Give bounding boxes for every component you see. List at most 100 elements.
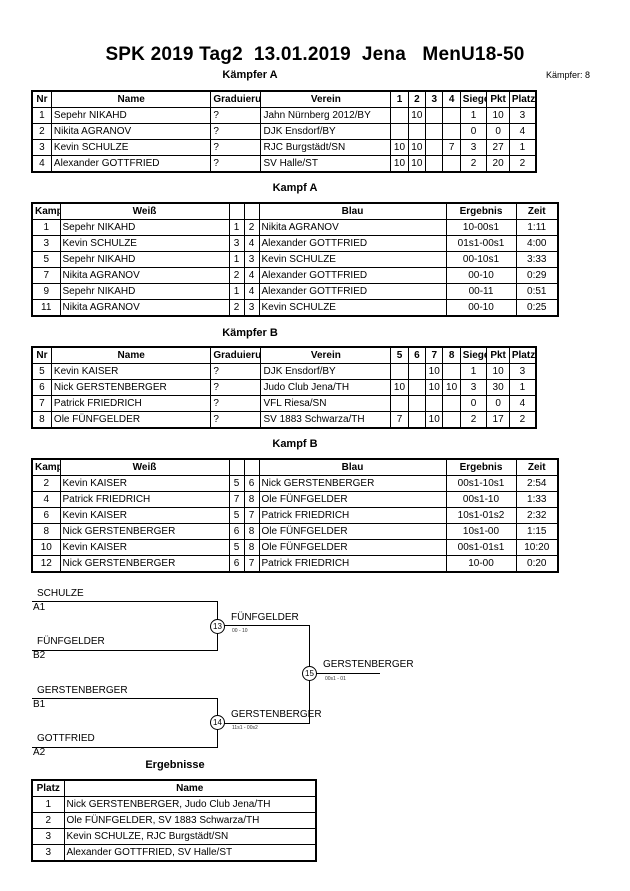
table-cell: 00s1-10 [445,491,517,508]
column-header: Nr [31,346,52,364]
table-cell: 2 [508,411,537,429]
table-cell [390,123,409,140]
table-cell: 00s1-01s1 [445,539,517,556]
table-cell [442,155,461,173]
table-cell: 2 [243,219,260,236]
table-cell: 10 [425,379,444,396]
fights-b-header-row: KampfWeißBlauErgebnisZeit [31,458,559,476]
table-cell: 4 [508,123,537,140]
bracket-semi1-bottom-seed: B2 [33,650,46,661]
table-cell: Patrick FRIEDRICH [50,395,212,412]
table-cell: 3 [31,139,52,156]
column-header: 6 [407,346,427,364]
table-cell: 30 [486,379,510,396]
table-cell: 3 [508,363,537,380]
column-header: Pkt [486,90,510,108]
page-title: SPK 2019 Tag2 13.01.2019 Jena MenU18-50 [105,44,525,65]
column-header: Ergebnis [445,202,517,220]
column-header: Name [50,90,212,108]
column-header: Zeit [515,202,559,220]
table-cell: 7 [390,411,409,429]
table-cell: 0 [486,123,510,140]
column-header: Weiß [59,458,230,476]
table-cell: 10 [486,107,510,124]
table-cell: 17 [486,411,510,429]
table-cell: 1 [508,379,537,396]
table-cell [425,395,444,412]
column-header: Siege [459,90,488,108]
table-cell: 2 [228,299,245,317]
table-cell: 10 [407,155,427,173]
column-header: 4 [442,90,461,108]
table-cell: ? [210,363,262,380]
table-cell: ? [210,411,262,429]
bracket-semi1-number: 13 [210,619,225,634]
table-cell [442,411,461,429]
bracket-semi2-score: 11s1 - 00s2 [232,725,258,731]
table-cell [442,363,461,380]
table-cell: Alexander GOTTFRIED, SV Halle/ST [63,844,317,862]
table-cell: 11 [31,299,61,317]
table-cell: 7 [442,139,461,156]
table-cell: 7 [228,491,245,508]
table-cell: ? [210,395,262,412]
table-cell: 6 [31,379,52,396]
table-cell [407,379,427,396]
table-cell [390,395,409,412]
table-cell: Alexander GOTTFRIED [258,283,447,300]
table-cell: Jahn Nürnberg 2012/BY [260,107,392,124]
fights-a-header-row: KampfWeißBlauErgebnisZeit [31,202,559,220]
table-cell: 10 [442,379,461,396]
column-header: Graduierung [210,90,262,108]
column-header: Verein [260,346,392,364]
table-cell: 3 [31,844,65,862]
bracket-semi1-bottom-name: FÜNFGELDER [37,636,105,647]
bracket-semi2-bottom-name: GOTTFRIED [37,733,95,744]
table-cell: 6 [31,507,61,524]
table-cell: Nikita AGRANOV [59,299,230,317]
table-cell: 3:33 [515,251,559,268]
table-cell: 1 [228,219,245,236]
table-cell: 6 [243,475,260,492]
table-cell: 3 [31,828,65,845]
table-cell: 3 [31,235,61,252]
bracket-semi1-winner: FÜNFGELDER [231,612,299,623]
table-cell: 5 [228,475,245,492]
column-header [243,458,260,476]
table-cell: DJK Ensdorf/BY [260,363,392,380]
table-cell: 4 [243,267,260,284]
table-cell: Sepehr NIKAHD [59,219,230,236]
table-cell [442,107,461,124]
table-cell [407,411,427,429]
column-header: Nr [31,90,52,108]
bracket-final-line [310,673,380,674]
table-cell: Nick GERSTENBERGER [50,379,212,396]
table-cell: 0 [459,395,488,412]
table-cell: 8 [243,491,260,508]
table-cell: 10 [31,539,61,556]
table-cell: Alexander GOTTFRIED [50,155,212,173]
table-cell [390,363,409,380]
table-cell: 0:51 [515,283,559,300]
column-header: Kampf [31,458,61,476]
table-cell: 10 [390,139,409,156]
table-cell: 1 [228,251,245,268]
table-cell: SV Halle/ST [260,155,392,173]
bracket-final-score: 00s1 - 01 [325,676,346,682]
column-header: 8 [442,346,461,364]
table-cell: 10 [407,139,427,156]
table-cell: 8 [243,523,260,540]
table-cell: 00-11 [445,283,517,300]
bracket-semi1-top-seed: A1 [33,602,46,613]
table-cell: 5 [228,539,245,556]
table-cell: 00-10s1 [445,251,517,268]
table-cell [390,107,409,124]
